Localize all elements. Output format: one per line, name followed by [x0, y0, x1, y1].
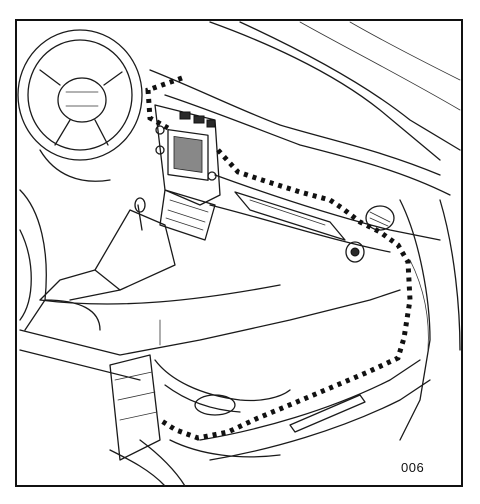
- floor-area: [19, 284, 401, 487]
- cabin-outline: [149, 21, 461, 461]
- frame-border: [15, 19, 463, 487]
- center-console: [19, 104, 221, 331]
- steering-wheel: [17, 29, 143, 182]
- figure-number: 006: [401, 460, 425, 475]
- wiring-route-dotted: [145, 75, 413, 441]
